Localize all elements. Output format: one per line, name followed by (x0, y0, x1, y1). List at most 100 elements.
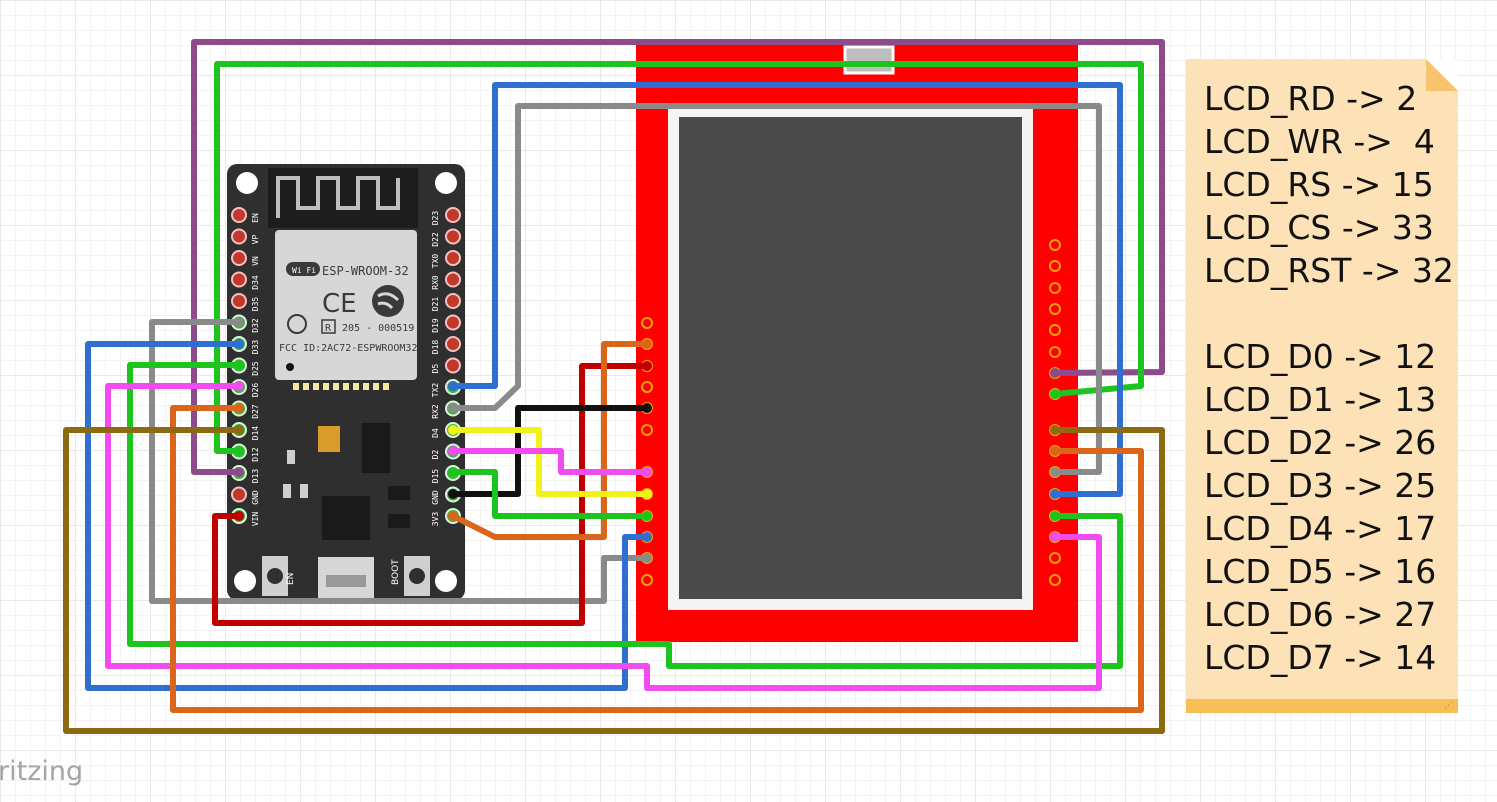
wifi-logo-icon (286, 262, 320, 276)
note-line-cs: LCD_CS -> 33 (1204, 208, 1434, 247)
pin-hole (445, 250, 461, 266)
wire-endpoint (642, 403, 652, 413)
ce-mark-icon: CE (322, 289, 357, 319)
wire-endpoint (234, 317, 244, 327)
pin-hole (231, 250, 247, 266)
wire-endpoint (448, 381, 458, 391)
wire-blue-d5 (450, 82, 1123, 497)
wire-purple (191, 39, 1165, 475)
pin-label-left-14: VIN (251, 512, 260, 527)
pin-label-right-10: D4 (431, 428, 440, 438)
wire-gray-rx2 (450, 103, 1102, 475)
wire-endpoint (234, 511, 244, 521)
wire-endpoint (642, 467, 652, 477)
lcd-board (636, 45, 1078, 642)
wire-endpoint (1050, 368, 1060, 378)
wire-blue-d33 (85, 341, 650, 691)
wire-endpoint (234, 446, 244, 456)
wire-endpoint (234, 339, 244, 349)
pin-label-left-5: D32 (251, 318, 260, 333)
wire-endpoint (234, 381, 244, 391)
resize-grip-icon[interactable]: ⋰ (1444, 701, 1453, 711)
pin-label-left-11: D12 (251, 447, 260, 462)
pin-hole (445, 293, 461, 309)
note-line-d0: LCD_D0 -> 12 (1204, 337, 1437, 376)
wire-magenta-d2 (450, 448, 650, 475)
note-line-d3: LCD_D3 -> 25 (1204, 466, 1437, 505)
wifi-logo-text: Wi Fi (292, 266, 316, 275)
pin-label-left-7: D25 (251, 361, 260, 376)
wire-endpoint (1050, 532, 1060, 542)
note-line-d1: LCD_D1 -> 13 (1204, 380, 1437, 419)
pin-label-right-7: D5 (431, 364, 440, 374)
wire-olive-d14 (63, 427, 1165, 734)
wire-endpoint (448, 511, 458, 521)
wire-endpoint (642, 489, 652, 499)
pin-label-right-4: D21 (431, 297, 440, 312)
pin-label-left-1: VP (251, 235, 260, 245)
note-line-d2: LCD_D2 -> 26 (1204, 423, 1437, 462)
esp32-board: Wi Fi ESP-WROOM-32 CE R 205 - 000519 FCC… (227, 164, 465, 600)
fritzing-brand: ritzing (0, 756, 84, 787)
pin-label-right-11: D2 (431, 450, 440, 460)
note-line-d7: LCD_D7 -> 14 (1204, 638, 1437, 677)
wire-gray-d32 (149, 319, 650, 604)
pin-hole (445, 314, 461, 331)
pin-label-right-6: D18 (431, 340, 440, 355)
wire-endpoint (1050, 489, 1060, 499)
module-name: ESP-WROOM-32 (322, 264, 409, 278)
wire-endpoint (448, 467, 458, 477)
pin-hole (445, 207, 461, 223)
wire-endpoint (448, 425, 458, 435)
wire-endpoint (234, 467, 244, 477)
wire-endpoint (234, 360, 244, 370)
pin-hole (231, 207, 247, 223)
lcd-screen (679, 117, 1022, 599)
note-line-d6: LCD_D6 -> 27 (1204, 595, 1437, 634)
pin-hole (231, 486, 247, 503)
boot-button-label: BOOT (391, 559, 401, 585)
wire-endpoint (448, 489, 458, 499)
pin-label-left-0: EN (251, 213, 260, 223)
wire-orange-3v3 (450, 341, 650, 540)
pin-label-right-1: D22 (431, 232, 440, 247)
pin-hole (445, 357, 461, 374)
pin-label-right-0: D23 (431, 211, 440, 226)
note-line-rs: LCD_RS -> 15 (1204, 165, 1434, 204)
pin-label-left-4: D35 (251, 297, 260, 312)
wire-red-vin (212, 363, 650, 626)
fold-corner-icon (1426, 59, 1458, 91)
pin-label-right-2: TX0 (431, 254, 440, 269)
wire-endpoint (1050, 425, 1060, 435)
wire-green-d12 (214, 61, 1144, 454)
cert-code: 205 - 000519 (342, 323, 414, 334)
pin-label-right-9: RX2 (431, 404, 440, 419)
pin-label-left-13: GND (251, 490, 260, 505)
wire-endpoint (448, 403, 458, 413)
pin-label-left-12: D13 (251, 469, 260, 484)
pin-label-left-3: D34 (251, 275, 260, 290)
en-button-label: EN (286, 573, 296, 585)
wire-endpoint (1050, 389, 1060, 399)
pin-mapping-note: LCD_RD -> 2 LCD_WR -> 4 LCD_RS -> 15 LCD… (1186, 59, 1458, 713)
pin-label-right-3: RX0 (431, 275, 440, 290)
pin-hole (231, 271, 247, 288)
wire-endpoint (234, 403, 244, 413)
note-line-rd: LCD_RD -> 2 (1204, 79, 1418, 118)
pin-hole (231, 293, 247, 309)
wire-endpoint (642, 511, 652, 521)
wire-yellow-d4 (450, 427, 650, 497)
pin-label-right-14: 3V3 (431, 512, 440, 527)
right-pin-labels: D23D22TX0RX0D21D19D18D5TX2RX2D4D2D15GND3… (431, 211, 440, 527)
pin-label-right-8: TX2 (431, 383, 440, 398)
wire-endpoint (448, 446, 458, 456)
wire-green-d25 (127, 362, 1123, 669)
note-line-rst: LCD_RST -> 32 (1204, 251, 1454, 290)
left-pin-labels: ENVPVND34D35D32D33D25D26D27D14D12D13GNDV… (251, 213, 260, 526)
espressif-logo-icon (372, 285, 404, 317)
note-line-wr: LCD_WR -> 4 (1204, 122, 1435, 161)
pin-hole (445, 271, 461, 288)
wire-endpoint (642, 532, 652, 542)
wire-green-d15 (450, 469, 650, 519)
